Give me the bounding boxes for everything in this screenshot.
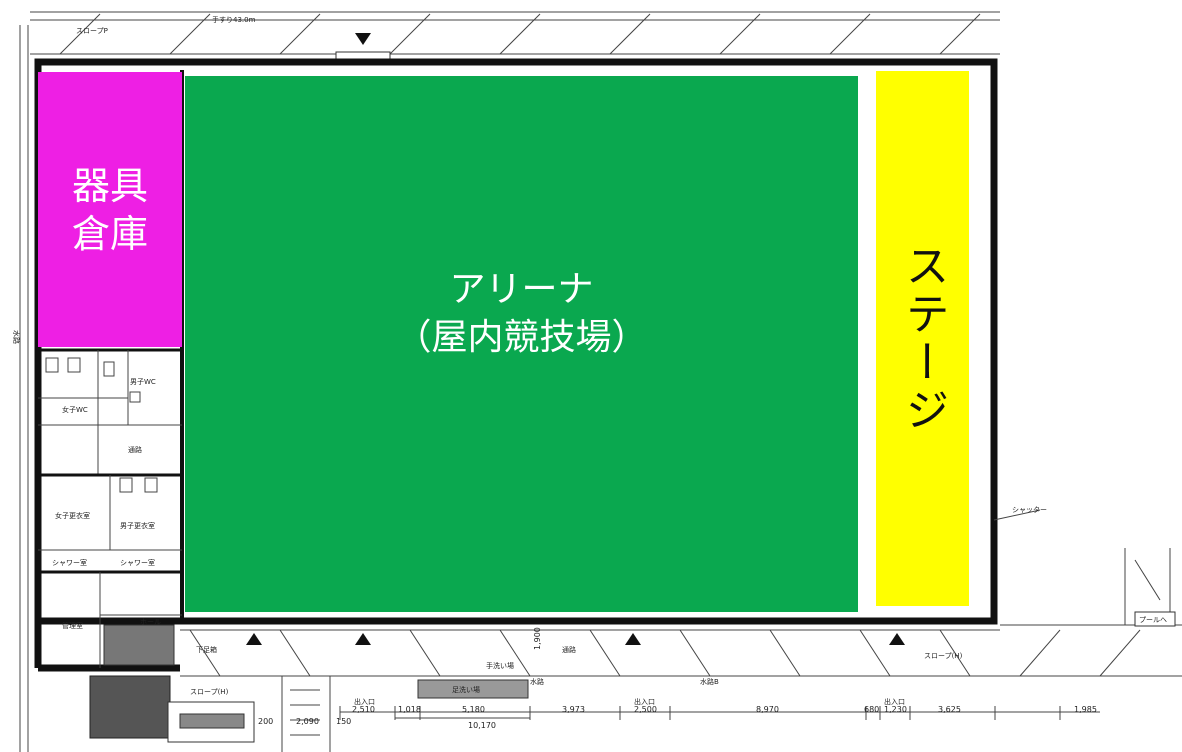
to-pool-sign [1134,611,1176,627]
dim-10170: 10,170 [468,721,496,730]
waterway-label: 水路 [530,677,544,686]
entrance-2-label: 出入口 [634,697,655,706]
dim-3973: 3,973 [562,705,585,714]
waterway-b-label: 水路B [700,677,719,686]
footwash-box-label: 足洗い場 [452,685,480,694]
dim-200: 200 [258,717,273,726]
bottom-slope-hatching [189,629,971,677]
bottom-left-stairs [89,675,331,752]
equipment-storage-label: 器具 倉庫 [71,163,148,256]
arena-subtitle: （屋内競技場） [395,317,648,358]
arena-title: アリーナ [449,269,594,310]
footwash-label: 手洗い場 [486,661,514,670]
dim-680: 680 [864,705,879,714]
to-pool-label: プールへ [1139,616,1167,624]
passage-label: 通路 [128,445,142,454]
dim-8970: 8,970 [756,705,779,714]
service-rooms [38,348,182,668]
womens-changing-label: 女子更衣室 [55,511,90,520]
dim-2090: 2,090 [296,717,319,726]
water-path-left-label: 水路 [12,330,21,344]
arena-zone: アリーナ （屋内競技場） [185,76,858,612]
shutter-label: シャッター [1012,505,1047,514]
management-room-label: 管理室 [62,621,83,630]
slope-left-label: スロープ(H) [190,688,229,696]
dim-1985: 1,985 [1074,705,1097,714]
width-1900-label: 1,900 [533,627,542,650]
stage-zone: ステージ [876,71,969,606]
entrance-3-label: 出入口 [884,697,905,706]
mens-changing-label: 男子更衣室 [120,521,155,530]
shutter-leader [993,509,1041,521]
passage-bottom-label: 通路 [562,645,576,654]
shower-1-label: シャワー室 [52,558,87,567]
dim-1230: 1,230 [884,705,907,714]
top-entrance-arrow-icon [355,33,371,45]
dim-150: 150 [336,717,351,726]
handrail-label: 手すり43.0m [212,15,256,24]
slope-top-label: スロープP [76,27,108,35]
dim-3625: 3,625 [938,705,961,714]
hall-label: ホール [140,618,161,626]
dim-5180: 5,180 [462,705,485,714]
mens-wc-label: 男子WC [130,378,156,386]
footwash-basin [417,679,529,699]
slope-hatching [59,13,981,55]
stage-label: ステージ [897,242,949,435]
shower-2-label: シャワー室 [120,558,155,567]
dimension-ticks [339,706,1061,720]
dim-1018: 1,018 [398,705,421,714]
equipment-storage-zone: 器具 倉庫 [38,72,182,347]
womens-wc-label: 女子WC [62,405,88,414]
slope-bottom-label: スロープ(H) [924,652,963,660]
dim-2510: 2,510 [352,705,375,714]
footwash-top-label: 下足箱 [196,645,217,654]
dim-2500: 2,500 [634,705,657,714]
entrance-1-label: 出入口 [354,697,375,706]
